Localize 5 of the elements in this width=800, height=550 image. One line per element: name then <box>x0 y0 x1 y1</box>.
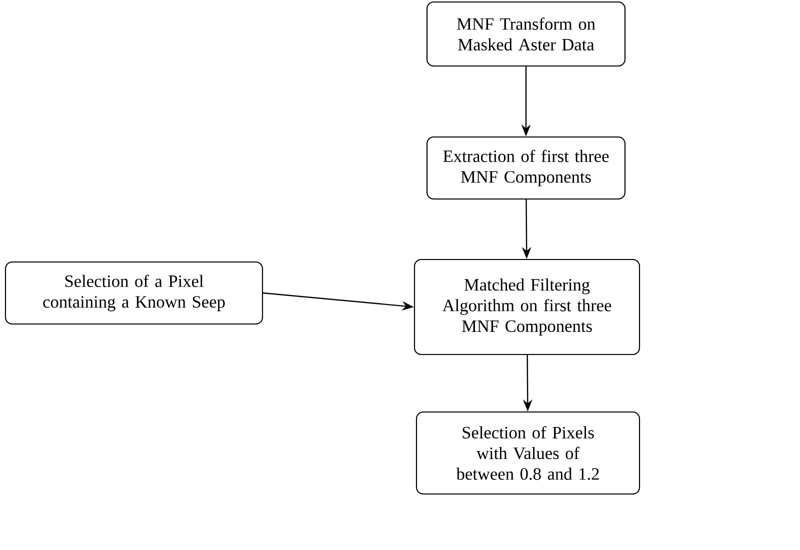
process-box: MNF Transform on Masked Aster Data <box>426 1 626 67</box>
process-box: Extraction of first three MNF Components <box>426 136 626 200</box>
process-box: Matched Filtering Algorithm on first three MNF Components <box>414 258 640 356</box>
process-box: Selection of a Pixel containing a Known Seep <box>4 261 264 325</box>
process-box: Selection of Pixels with Values of between 0.8 and 1.2 <box>416 411 640 495</box>
